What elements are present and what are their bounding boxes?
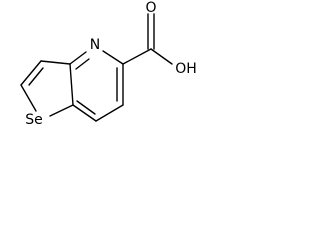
bond-c3a-c7a xyxy=(69,63,74,106)
carbonyl-oxygen-label: O xyxy=(145,0,156,16)
bond-c7a-se xyxy=(49,104,74,117)
bond-c7-c7a xyxy=(72,104,97,122)
bond-c7-c7a-double xyxy=(76,100,96,115)
bond-se-c2 xyxy=(20,84,37,112)
bond-c2-c3-double xyxy=(28,67,44,86)
bond-n-c5 xyxy=(102,50,124,65)
bond-c3a-n-double xyxy=(75,58,90,70)
bond-c3a-n xyxy=(69,51,87,65)
bond-c3-c3a xyxy=(40,60,71,65)
nitrogen-label: N xyxy=(90,37,100,53)
selenium-label: Se xyxy=(25,112,43,128)
bond-c5-ccooh xyxy=(122,48,152,65)
hydroxyl-label: OH xyxy=(175,61,197,77)
bond-cooh-oh xyxy=(150,48,173,65)
bond-c2-c3 xyxy=(20,60,42,86)
structure-diagram: N Se O OH xyxy=(20,0,197,128)
bond-c6-c7 xyxy=(95,104,124,122)
